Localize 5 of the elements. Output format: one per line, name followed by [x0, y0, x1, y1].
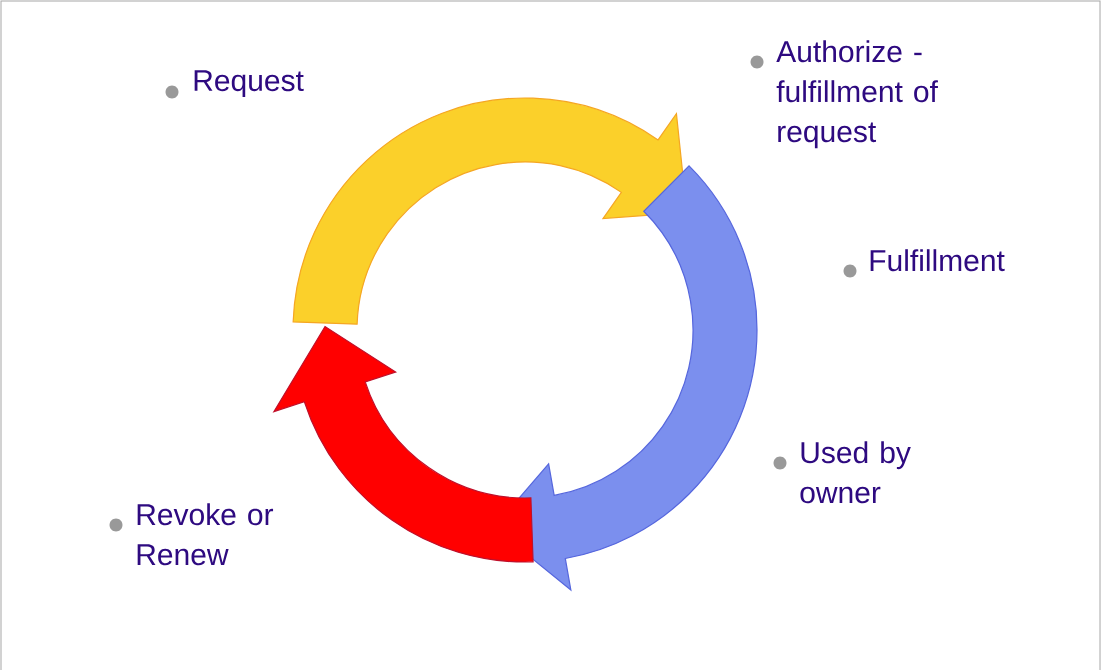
stage-label: Fulfillment [870, 249, 1005, 272]
stage-label: Revoke or Renew [137, 503, 274, 566]
stage-label: Used by owner [800, 441, 911, 504]
stage-label: Authorize - fulfillment of request [776, 40, 938, 149]
stage-label: Request [194, 70, 304, 98]
